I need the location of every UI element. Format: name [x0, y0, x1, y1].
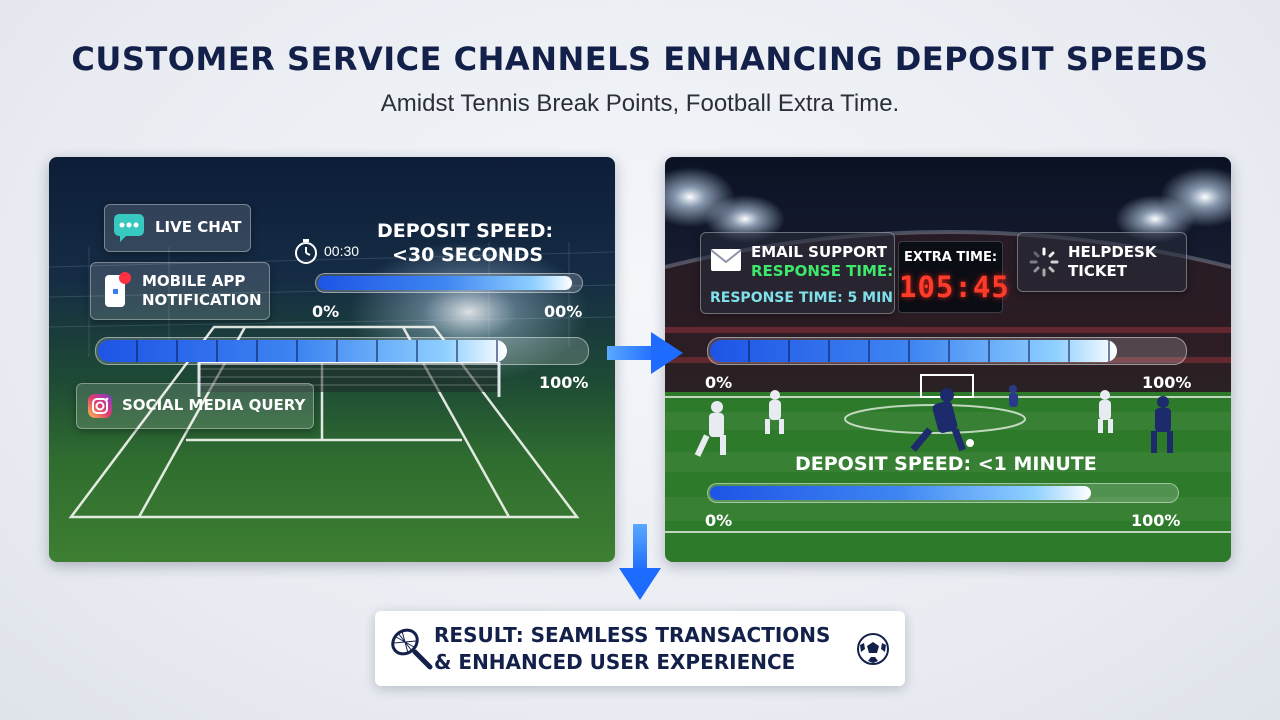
arrow-down-icon: [619, 524, 661, 600]
extra-time-scoreboard: EXTRA TIME: 105:45: [898, 241, 1010, 313]
helpdesk-label-line1: HELPDESK: [1068, 243, 1157, 261]
page-subtitle: Amidst Tennis Break Points, Football Ext…: [380, 90, 900, 117]
bar-max-label: 00%: [544, 302, 583, 321]
social-media-card[interactable]: SOCIAL MEDIA QUERY: [76, 383, 314, 429]
mobile-app-card[interactable]: MOBILE APP NOTIFICATION: [90, 262, 270, 320]
timer-readout: 00:30: [324, 243, 360, 259]
support-progress-bar: [707, 337, 1187, 365]
deposit-speed-label: DEPOSIT SPEED: <1 MINUTE: [795, 453, 1097, 475]
support-bar-max-label: 100%: [1142, 373, 1192, 392]
channel-progress-bar: [95, 337, 589, 365]
chat-icon: [114, 214, 144, 242]
football-panel: EMAIL SUPPORT RESPONSE TIME: RESPONSE TI…: [665, 157, 1231, 562]
result-line1: RESULT: SEAMLESS TRANSACTIONS: [434, 623, 831, 647]
mobile-app-icon: [105, 272, 131, 307]
page-title: CUSTOMER SERVICE CHANNELS ENHANCING DEPO…: [71, 40, 1209, 78]
email-support-card[interactable]: EMAIL SUPPORT RESPONSE TIME: RESPONSE TI…: [700, 232, 895, 314]
envelope-icon: [710, 249, 742, 271]
result-line2: & ENHANCED USER EXPERIENCE: [434, 650, 796, 674]
deposit-progress-bar: [315, 273, 583, 293]
instagram-icon: [88, 394, 112, 418]
email-support-label: EMAIL SUPPORT: [751, 243, 887, 261]
deposit-speed-bar: [707, 483, 1179, 503]
football-icon: [857, 633, 889, 665]
extra-time-label: EXTRA TIME:: [903, 250, 998, 265]
deposit-progress-fill: [318, 276, 573, 290]
mobile-app-label-line1: MOBILE APP: [142, 272, 246, 290]
result-text: RESULT: SEAMLESS TRANSACTIONS & ENHANCED…: [434, 622, 830, 676]
helpdesk-ticket-card[interactable]: HELPDESK TICKET: [1017, 232, 1187, 292]
support-bar-min-label: 0%: [705, 373, 733, 392]
email-response-time: RESPONSE TIME: 5 MIN: [710, 290, 894, 306]
deposit-bar-max-label: 100%: [1131, 511, 1181, 530]
live-chat-card[interactable]: LIVE CHAT: [104, 204, 251, 252]
extra-time-value: 105:45: [899, 270, 1010, 304]
helpdesk-label-line2: TICKET: [1068, 262, 1127, 280]
email-response-label: RESPONSE TIME:: [751, 262, 894, 280]
tennis-panel: LIVE CHAT MOBILE APP NOTIFICATION 00:30 …: [49, 157, 615, 562]
stopwatch-icon: [295, 239, 317, 264]
arrow-right-icon: [607, 332, 683, 374]
support-progress-fill: [710, 340, 1118, 362]
bar-max-label-2: 100%: [539, 373, 589, 392]
result-banner: RESULT: SEAMLESS TRANSACTIONS & ENHANCED…: [375, 611, 905, 686]
channel-progress-fill: [98, 340, 508, 362]
live-chat-label: LIVE CHAT: [155, 218, 242, 236]
mobile-app-label-line2: NOTIFICATION: [142, 291, 262, 309]
tennis-racket-icon: [391, 628, 433, 670]
deposit-speed-heading: DEPOSIT SPEED:: [377, 220, 554, 242]
deposit-bar-min-label: 0%: [705, 511, 733, 530]
social-media-label: SOCIAL MEDIA QUERY: [122, 396, 306, 414]
bar-min-label: 0%: [312, 302, 340, 321]
deposit-speed-fill: [710, 486, 1092, 500]
deposit-speed-value: <30 SECONDS: [392, 244, 544, 266]
loading-icon: [1029, 247, 1059, 277]
